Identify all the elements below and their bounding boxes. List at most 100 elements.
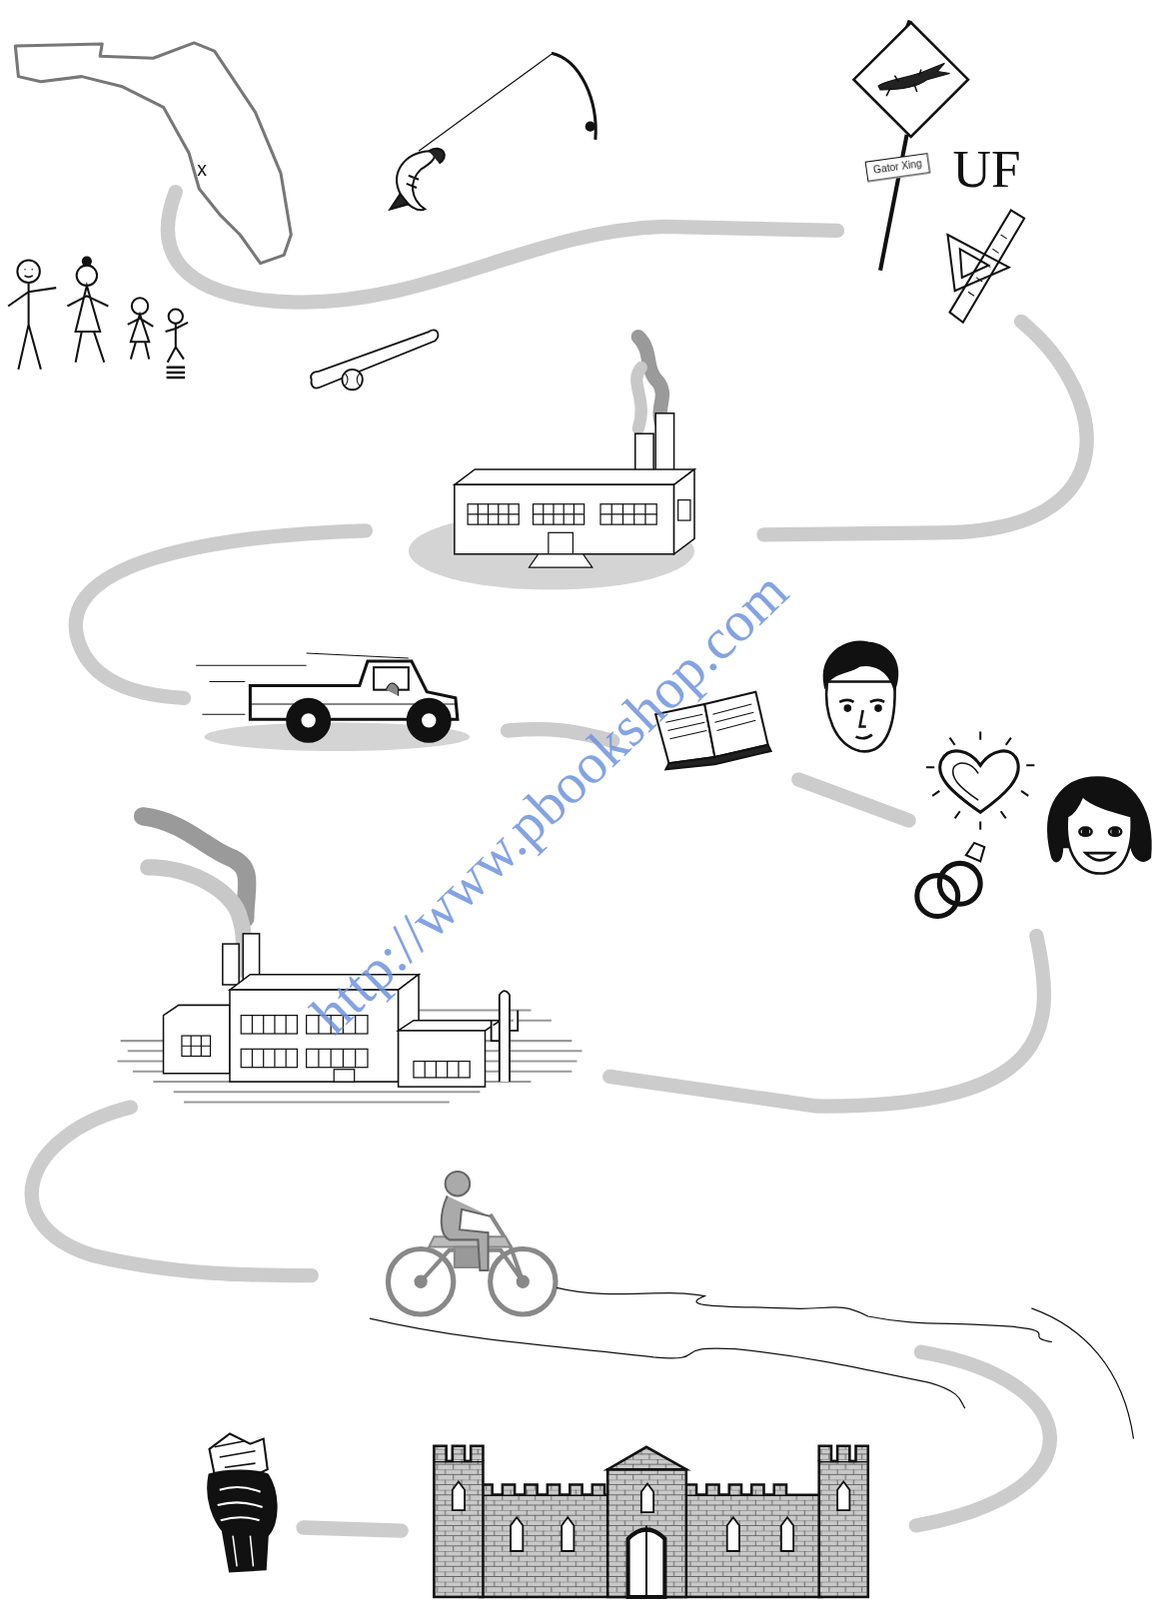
money-fist-part [217,1487,263,1521]
watermark: http://www.pbookshop.com [300,561,798,1044]
castle-part [452,1482,851,1552]
factory-part [674,469,695,555]
stick-family-part [127,314,154,360]
factory-part [454,469,695,485]
pickup-truck-part [286,699,330,743]
castle-part [433,1461,483,1598]
castle [433,1446,868,1598]
fishing-rod-part [418,53,552,151]
woman-face [1048,778,1151,875]
drafting-tools [948,209,1026,322]
desert-factory-part-part [181,1016,459,1079]
stick-family-part [166,367,185,378]
stick-family [7,256,188,378]
money-fist-part [207,1471,276,1573]
university-label: UF [953,142,1022,196]
man-face-part [845,706,851,712]
drafting-tools-part [950,209,1026,322]
baseball-bat-part [344,373,359,386]
castle-part-part [837,1482,850,1512]
fishing-rod-part [551,52,596,140]
factory-part-part [548,532,574,554]
motorcycle-part [445,1171,471,1197]
gator-sign-part [886,68,922,96]
desert-factory-part-part [306,1049,368,1068]
life-road-part [764,321,1088,536]
state-outline [14,38,296,269]
motorcycle-part [441,1195,491,1271]
stick-family-part [66,285,108,363]
winding-road-part [556,1287,1053,1342]
winding-road-part [369,1318,966,1409]
desert-factory-part-part [333,1070,354,1083]
man-face-part [826,681,895,752]
castle-part-part [561,1517,574,1552]
open-book-part [665,745,771,771]
woman-face-part [1083,829,1089,835]
desert-factory-part [398,1031,486,1088]
winding-road-part [1031,1308,1134,1440]
woman-face-part [1109,828,1122,837]
baseball-bat [310,329,438,390]
man-face-part [856,710,873,739]
stick-family-part [82,256,91,265]
gator-sign-part [853,21,968,136]
factory-part [636,367,642,429]
castle-part [433,1446,483,1462]
man-face-part [875,706,881,712]
map-marker: x [196,158,207,178]
desert-factory-part [398,1021,501,1032]
fish-part [389,193,408,209]
factory-part [467,500,691,568]
money-fist-part [214,1441,256,1469]
factory-part-part [678,500,691,521]
baseball-bat-part [341,369,362,390]
gator-sign-part [880,134,908,271]
pickup-truck-part [385,683,398,697]
fish-part [406,175,419,188]
desert-factory-part-part [240,1049,297,1068]
baseball-bat-part [310,329,438,388]
castle-part [645,1525,648,1598]
life-road-part [75,530,366,699]
glowing-heart-part [926,732,1035,831]
castle-part [819,1446,869,1462]
stick-family-part [165,322,188,363]
life-road [31,191,1088,1531]
desert-factory-part-part [240,1016,297,1035]
desert-factory-part [163,1005,230,1074]
man-face-part [839,700,885,703]
money-fist-part [232,1536,253,1568]
wedding-rings-part [966,843,985,862]
drafting-tools-part [968,234,1008,296]
castle-part [607,1447,687,1470]
desert-factory-part [242,934,259,981]
fish [389,148,444,210]
factory [408,336,695,590]
desert-factory-part-part [413,1062,470,1079]
life-road-part [798,780,909,822]
wedding-rings-part [939,863,981,905]
stick-family-part [24,269,33,278]
life-road-part [167,191,838,303]
life-road-part [31,1108,312,1277]
castle-part-part [452,1482,465,1512]
woman-face-part [1113,829,1119,835]
motorcycle [387,1171,556,1315]
factory-part [454,484,675,554]
state-outline [14,42,291,264]
pickup-truck-part [420,712,437,729]
woman-face-part [1085,853,1115,861]
gator-sign [853,19,968,270]
sign-text: Gator Xing [873,158,924,176]
state-map: x [14,38,296,269]
wedding-rings [917,843,985,918]
man-face-part [824,642,898,690]
fishing-rod [418,52,596,151]
life-road-part [916,1352,1051,1527]
woman-face-part [1079,828,1092,837]
factory-part-part [467,504,657,525]
winding-road [369,1287,1135,1439]
fishing-rod-part [586,122,595,131]
